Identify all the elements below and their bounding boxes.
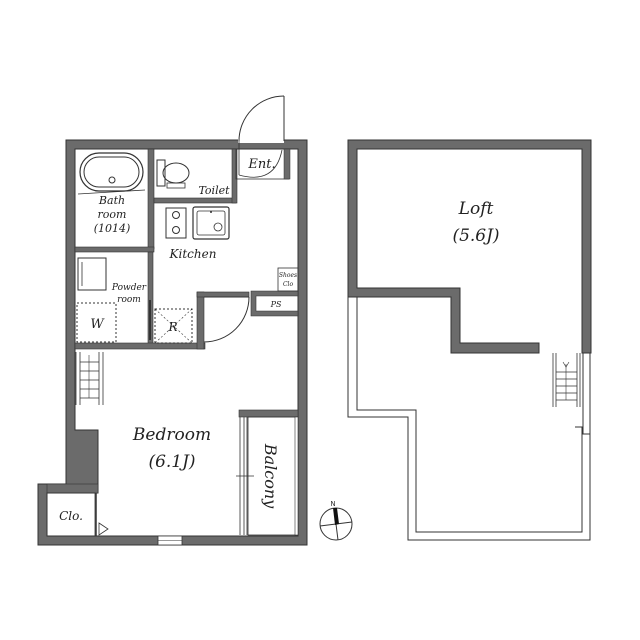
entrance-door[interactable]: [238, 95, 285, 178]
bath-wall-right: [147, 148, 155, 250]
shoes-closet-label: Shoes: [279, 272, 297, 279]
loft-size: (5.6J): [452, 226, 499, 246]
refrigerator-space: [154, 308, 193, 344]
bedroom-label: Bedroom: [132, 425, 211, 445]
entrance-label: Ent.: [247, 157, 275, 172]
bedroom-size: (6.1J): [148, 452, 195, 472]
bathtub-icon: [77, 152, 146, 195]
compass-icon: N: [319, 500, 353, 541]
loft-stairs-icon[interactable]: [552, 353, 581, 407]
compass-north-label: N: [330, 500, 335, 508]
stove-icon: [165, 207, 187, 239]
toilet-label: Toilet: [198, 184, 230, 197]
entrance-step: [283, 148, 291, 180]
loft-floor: Loft (5.6J): [347, 139, 592, 541]
closet: [46, 492, 96, 537]
toilet-icon: [156, 159, 190, 189]
ps-wall: [250, 290, 299, 317]
sink-icon: [192, 206, 230, 240]
kitchen-label: Kitchen: [169, 247, 217, 261]
balcony-wall-top: [238, 409, 299, 418]
ground-floor: Bath room (1014) Toilet Ent. Kitchen Sho…: [37, 95, 308, 546]
refrigerator-label: R: [167, 320, 177, 334]
loft-wall: [347, 139, 592, 354]
bathroom-label: Bath: [98, 194, 125, 207]
hall-wall-left: [196, 291, 205, 350]
washer-space: [76, 302, 117, 343]
hall-wall-top: [196, 291, 250, 298]
bedroom-door[interactable]: [203, 296, 250, 343]
loft-void-outline: [347, 297, 591, 541]
washer-label: W: [90, 317, 105, 332]
closet-label: Clo.: [59, 509, 83, 523]
toilet-wall-bottom: [153, 197, 237, 204]
bathroom-size: (1014): [94, 222, 131, 235]
closet-door-icon[interactable]: [98, 522, 109, 536]
loft-label: Loft: [458, 199, 494, 219]
balcony-label: Balcony: [261, 443, 280, 509]
bathroom-label-2: room: [98, 208, 127, 221]
pipe-space-label: PS: [270, 300, 282, 309]
powder-room-label: Powder: [111, 283, 147, 293]
powder-room-label-2: room: [117, 295, 141, 305]
balcony-window[interactable]: [236, 417, 254, 535]
powder-wall-bottom: [74, 342, 206, 350]
shoes-closet: [277, 267, 299, 292]
stairs-icon[interactable]: [75, 352, 104, 405]
toilet-wall-right: [231, 148, 238, 204]
closet-wall-top: [46, 483, 99, 494]
washbasin-icon: [77, 257, 107, 291]
shoes-closet-label-2: Clo: [283, 281, 294, 288]
bath-wall-bottom: [74, 246, 155, 253]
